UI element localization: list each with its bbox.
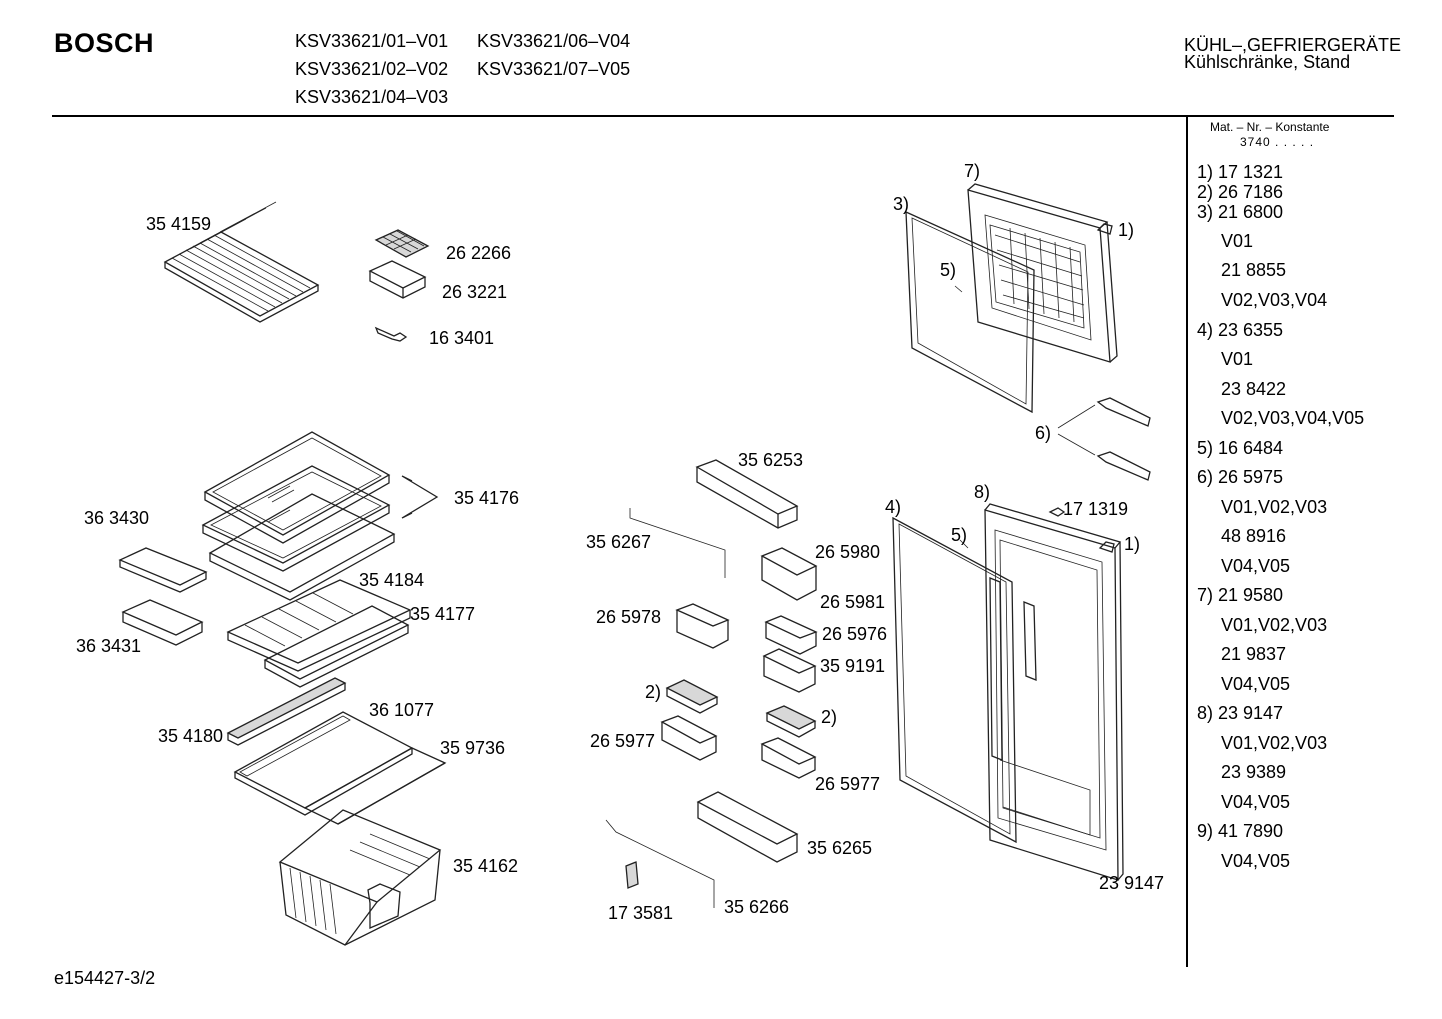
callout-label: 4)	[885, 497, 902, 517]
part-number: 23 9389	[1221, 762, 1287, 782]
part-ref: 4) 23 6355	[1197, 320, 1284, 340]
panel-divider	[1186, 117, 1188, 967]
glass-shelf-drawing	[201, 431, 439, 601]
part-label: 26 5980	[815, 542, 881, 562]
callout-label: 5)	[951, 525, 968, 545]
part-ref: 2) 26 7186	[1197, 182, 1284, 202]
part-label: 26 5977	[815, 774, 881, 794]
fridge-door-drawing	[892, 285, 1124, 881]
part-label: 17 1319	[1063, 499, 1129, 519]
part-number: 23 8422	[1221, 379, 1287, 399]
part-label: 35 4177	[410, 604, 476, 624]
mat-nr-label: Mat. – Nr. – Konstante	[1210, 120, 1330, 134]
ice-box-drawing	[368, 260, 427, 299]
part-label: 36 1077	[369, 700, 435, 720]
variant-ref: V04,V05	[1221, 556, 1291, 576]
part-label: 35 4180	[158, 726, 224, 746]
part-label: 17 3581	[608, 903, 674, 923]
part-label: 16 3401	[429, 328, 495, 348]
callout-label: 5)	[940, 260, 957, 280]
part-ref: 7) 21 9580	[1197, 585, 1284, 605]
variant-ref: V01,V02,V03	[1221, 733, 1328, 753]
drawing-id: e154427-3/2	[54, 968, 156, 988]
part-ref: 3) 21 6800	[1197, 202, 1284, 222]
model-number: KSV33621/04–V03	[295, 87, 449, 107]
part-label: 36 3431	[76, 636, 142, 656]
variant-ref: V02,V03,V04	[1221, 290, 1328, 310]
door-handle-drawing	[1057, 397, 1151, 481]
part-ref: 1) 17 1321	[1197, 162, 1284, 182]
model-number: KSV33621/07–V05	[477, 59, 631, 79]
part-label: 26 2266	[446, 243, 512, 263]
callout-label: 1)	[1118, 220, 1135, 240]
part-ref: 6) 26 5975	[1197, 467, 1284, 487]
part-label: 35 4159	[146, 214, 212, 234]
part-label: 35 4176	[454, 488, 520, 508]
variant-ref: V01	[1221, 231, 1254, 251]
variant-ref: V01,V02,V03	[1221, 615, 1328, 635]
callout-label: 2)	[821, 707, 838, 727]
model-number: KSV33621/01–V01	[295, 31, 449, 51]
variant-ref: V04,V05	[1221, 792, 1291, 812]
part-ref: 9) 41 7890	[1197, 821, 1284, 841]
mat-nr-value: 3740 . . . . .	[1240, 135, 1315, 149]
part-label: 35 9736	[440, 738, 506, 758]
part-label: 26 3221	[442, 282, 508, 302]
door-shelf-drawing	[605, 459, 818, 908]
part-label: 35 6267	[586, 532, 652, 552]
crisper-cover-drawing	[226, 579, 412, 688]
category-title: KÜHL–,GEFRIERGERÄTE	[1184, 35, 1402, 55]
part-number: 48 8916	[1221, 526, 1287, 546]
model-number: KSV33621/02–V02	[295, 59, 449, 79]
variant-ref: V04,V05	[1221, 674, 1291, 694]
variant-ref: V01	[1221, 349, 1254, 369]
key-drawing	[374, 326, 408, 342]
callout-label: 2)	[645, 682, 662, 702]
category-subtitle: Kühlschränke, Stand	[1184, 52, 1351, 72]
part-ref: 5) 16 6484	[1197, 438, 1284, 458]
small-tray-drawing	[118, 547, 208, 646]
part-number: 21 8855	[1221, 260, 1287, 280]
ice-tray-drawing	[374, 229, 430, 258]
part-label: 23 9147	[1099, 873, 1165, 893]
part-label: 36 3430	[84, 508, 150, 528]
part-ref: 8) 23 9147	[1197, 703, 1284, 723]
part-label: 26 5977	[590, 731, 656, 751]
callout-label: 3)	[893, 194, 910, 214]
part-label: 35 4184	[359, 570, 425, 590]
callout-label: 1)	[1124, 534, 1141, 554]
part-label: 26 5976	[822, 624, 888, 644]
brand-logo: BOSCH	[54, 28, 155, 58]
part-label: 35 6265	[807, 838, 873, 858]
callout-label: 8)	[974, 482, 991, 502]
part-label: 35 6266	[724, 897, 790, 917]
wire-shelf-drawing	[163, 201, 320, 323]
part-label: 35 6253	[738, 450, 804, 470]
crisper-drawer-drawing	[278, 809, 442, 946]
freezer-door-drawing	[905, 183, 1118, 414]
variant-ref: V01,V02,V03	[1221, 497, 1328, 517]
part-label: 35 4162	[453, 856, 519, 876]
part-label: 35 9191	[820, 656, 886, 676]
header-divider	[52, 115, 1394, 117]
callout-label: 7)	[964, 161, 981, 181]
variant-ref: V02,V03,V04,V05	[1221, 408, 1365, 428]
part-number: 21 9837	[1221, 644, 1287, 664]
part-label: 26 5978	[596, 607, 662, 627]
callout-label: 6)	[1035, 423, 1052, 443]
variant-ref: V04,V05	[1221, 851, 1291, 871]
model-number: KSV33621/06–V04	[477, 31, 631, 51]
glass-cover-drawing	[226, 677, 447, 825]
part-label: 26 5981	[820, 592, 886, 612]
